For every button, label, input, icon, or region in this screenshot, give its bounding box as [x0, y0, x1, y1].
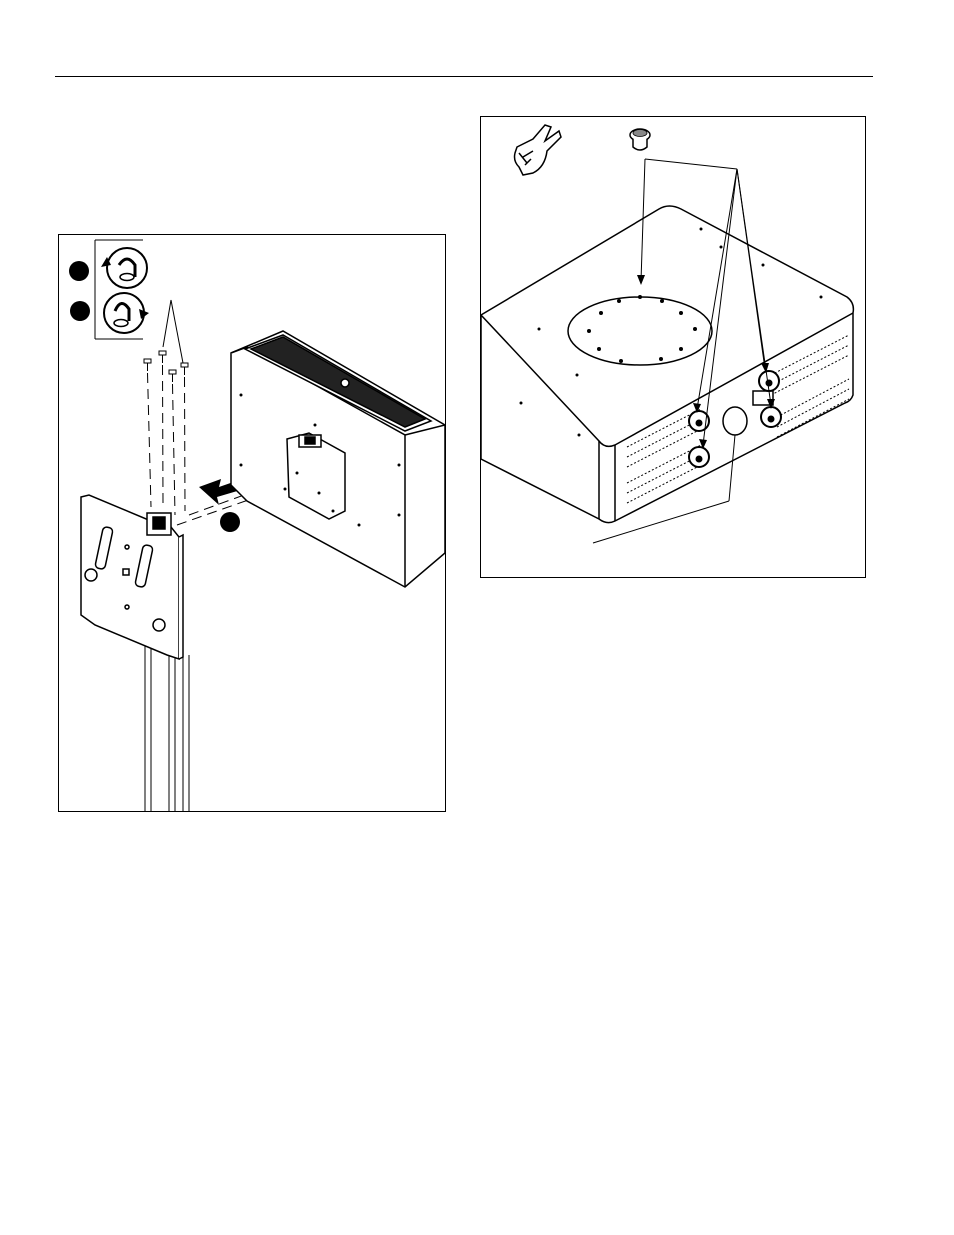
step-marker-1	[69, 261, 89, 281]
base-unit	[481, 206, 853, 523]
foot-pad-icon	[630, 129, 650, 150]
counterclockwise-screw-icon	[101, 248, 147, 288]
base-illustration	[481, 117, 865, 577]
screw-rotation-panel	[95, 240, 149, 339]
header-rule	[55, 76, 873, 77]
step-marker-2	[70, 301, 90, 321]
display-unit	[231, 331, 445, 587]
clockwise-screw-icon	[104, 293, 149, 333]
figure-foot-pads	[480, 116, 866, 578]
step-marker-3	[220, 512, 240, 532]
screw-paths	[148, 365, 186, 515]
wall-plate	[81, 495, 183, 659]
mount-pole	[145, 635, 189, 811]
figure-remove-from-mount	[58, 234, 446, 812]
hand-icon	[515, 125, 562, 175]
mount-illustration	[59, 235, 445, 811]
